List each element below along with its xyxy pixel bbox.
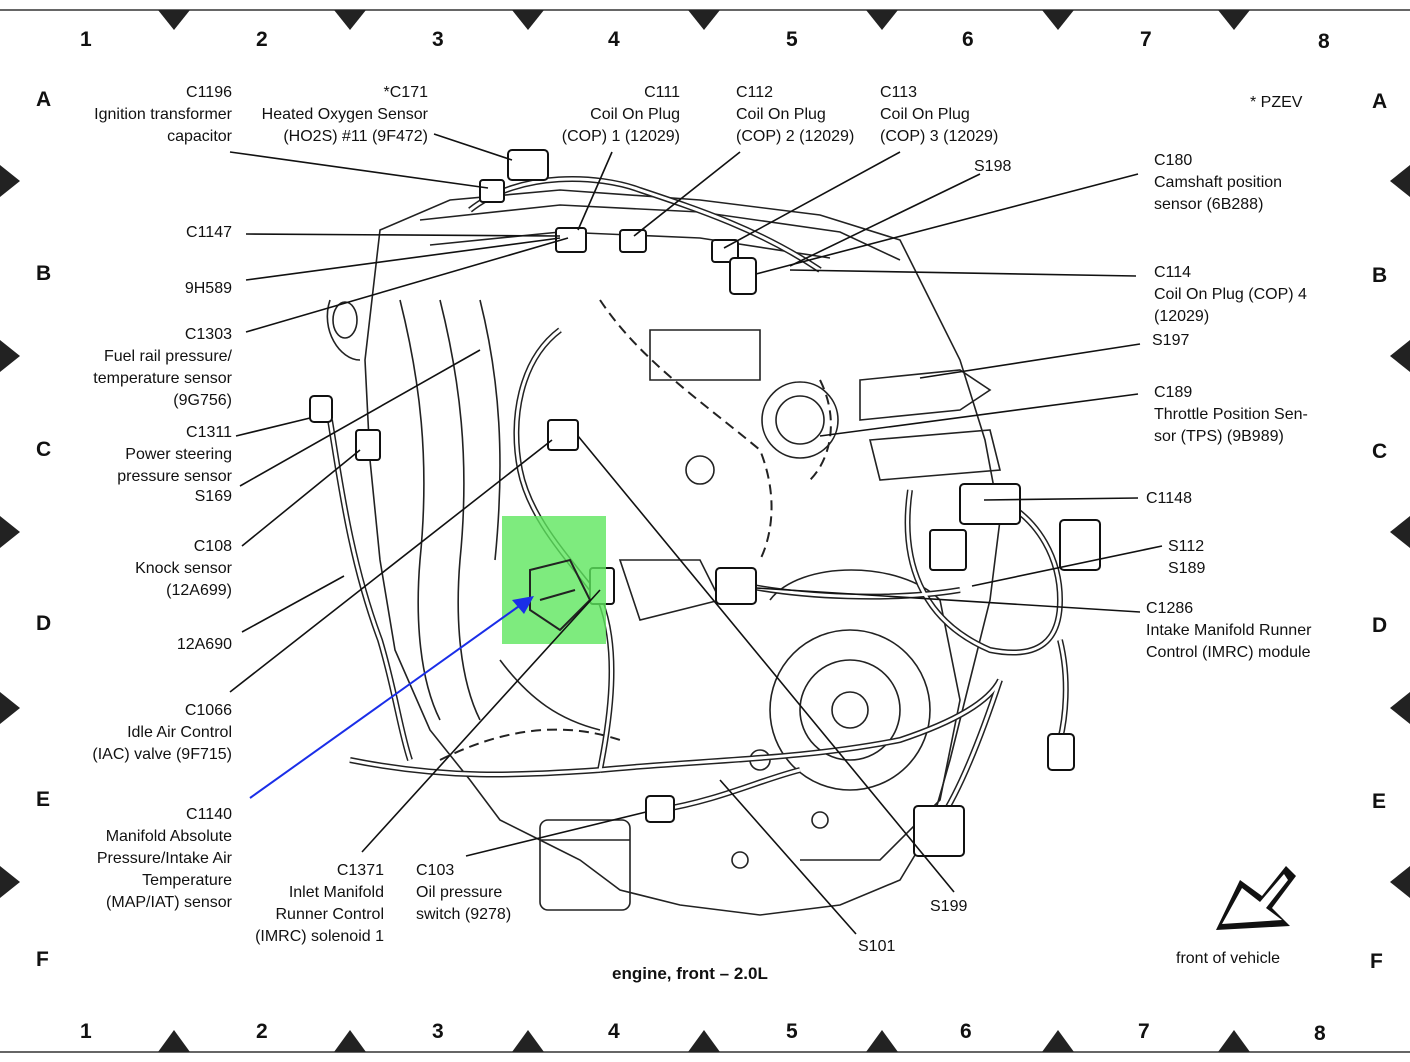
right-zone-markers <box>1390 165 1410 898</box>
callout-c1148: C1148 <box>1146 490 1192 507</box>
row-letter: A <box>36 88 52 111</box>
column-number: 4 <box>608 1020 620 1043</box>
column-number: 3 <box>432 1020 444 1043</box>
column-number: 2 <box>256 1020 268 1043</box>
column-number: 2 <box>256 28 268 51</box>
column-number: 6 <box>960 1020 972 1043</box>
column-number: 7 <box>1140 28 1152 51</box>
row-letter: F <box>1370 950 1383 973</box>
blue-pointer-line <box>249 603 523 799</box>
callout-12a690: 12A690 <box>176 636 232 653</box>
callout-9h589: 9H589 <box>184 280 232 297</box>
leader-lines <box>229 133 1163 935</box>
callout-s199: S199 <box>930 898 968 915</box>
column-number: 5 <box>786 28 798 51</box>
column-number: 3 <box>432 28 444 51</box>
row-letter: A <box>1372 90 1388 113</box>
row-letter: D <box>1372 614 1388 637</box>
row-letter: B <box>1372 264 1388 287</box>
column-number: 4 <box>608 28 620 51</box>
left-zone-markers <box>0 165 20 898</box>
front-of-vehicle-arrow-inner <box>1222 874 1288 924</box>
highlighted-component <box>529 558 592 632</box>
callout-s198: S198 <box>974 158 1012 175</box>
row-letter: F <box>36 948 49 971</box>
callout-s101: S101 <box>858 938 896 955</box>
column-number: 8 <box>1314 1022 1326 1045</box>
row-letter: D <box>36 612 52 635</box>
row-letter: E <box>36 788 51 811</box>
column-number: 6 <box>962 28 974 51</box>
callout-s169: S169 <box>194 488 232 505</box>
dashed-harness <box>439 299 832 761</box>
column-number: 1 <box>80 28 92 51</box>
column-number: 8 <box>1318 30 1330 53</box>
diagram-caption: engine, front – 2.0L <box>612 964 768 983</box>
column-number: 5 <box>786 1020 798 1043</box>
pzev-note: * PZEV <box>1250 94 1303 111</box>
column-number: 1 <box>80 1020 92 1043</box>
callout-c1147: C1147 <box>186 224 232 241</box>
blue-pointer-head <box>512 596 534 614</box>
row-letter: C <box>1372 440 1388 463</box>
highlight-region <box>502 516 606 644</box>
front-of-vehicle-label: front of vehicle <box>1176 950 1281 967</box>
column-number: 7 <box>1138 1020 1150 1043</box>
top-zone-markers <box>158 10 1250 30</box>
bottom-zone-markers <box>158 1030 1250 1052</box>
engine-drawing <box>326 189 1002 916</box>
row-letter: C <box>36 438 52 461</box>
callout-s197: S197 <box>1152 332 1190 349</box>
row-letter: E <box>1372 790 1387 813</box>
row-letter: B <box>36 262 52 285</box>
